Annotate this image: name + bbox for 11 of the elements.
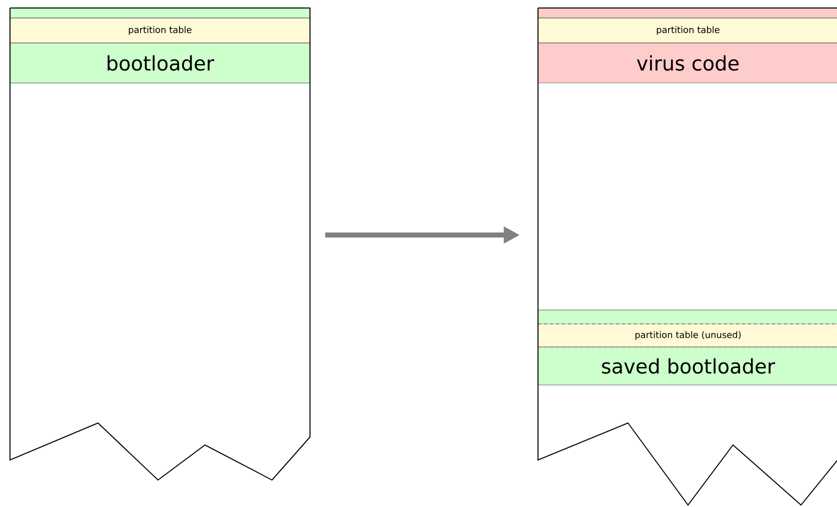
memory-region: [10, 8, 310, 18]
disk-drawing: [10, 8, 310, 481]
memory-region: partition table (unused): [538, 324, 837, 348]
memory-region: bootloader: [10, 42, 310, 84]
memory-region: partition table: [538, 18, 837, 44]
memory-region: partition table: [10, 18, 310, 44]
disk-drawing: [538, 8, 837, 506]
memory-region: saved bootloader: [538, 346, 837, 386]
memory-region: [538, 310, 837, 324]
memory-region: virus code: [538, 42, 837, 84]
memory-region: [538, 8, 837, 18]
